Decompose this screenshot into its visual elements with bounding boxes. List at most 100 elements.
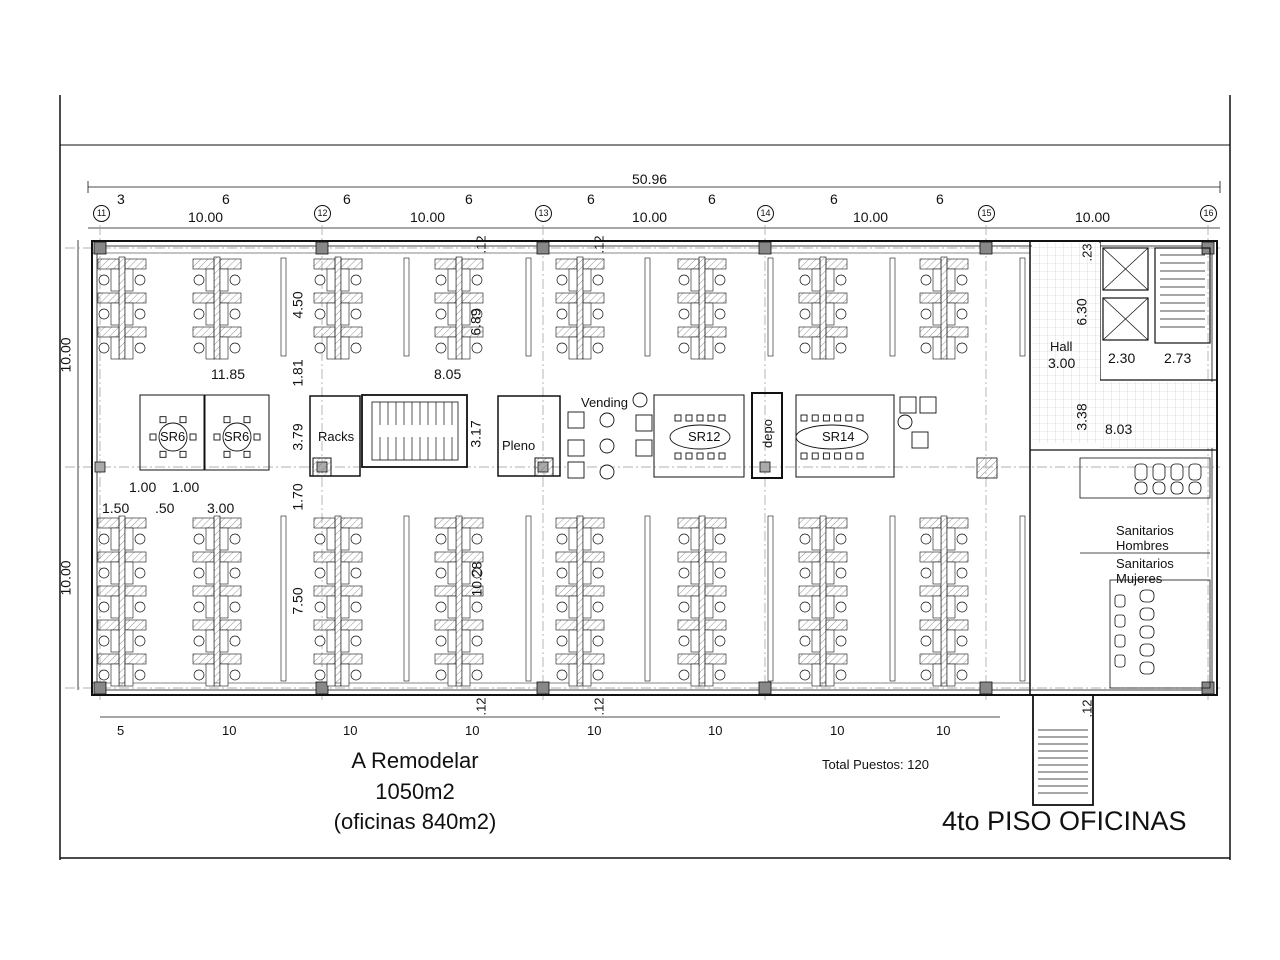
desk-return: [690, 561, 700, 585]
chair: [134, 635, 146, 647]
chair: [193, 342, 205, 354]
desk: [825, 258, 848, 270]
chair: [435, 533, 447, 545]
desk: [219, 292, 242, 304]
table-top: [222, 422, 252, 452]
chair: [556, 342, 568, 354]
bottom-dimension: 10: [936, 723, 951, 738]
washbasin: [1114, 614, 1126, 628]
chair: [678, 308, 690, 320]
desk: [677, 517, 700, 529]
desk-return: [811, 336, 821, 360]
chair: [678, 533, 690, 545]
chair: [592, 533, 604, 545]
chair: [179, 416, 187, 424]
desk: [124, 585, 147, 597]
desk: [219, 258, 242, 270]
desk: [340, 653, 363, 665]
desk: [192, 258, 215, 270]
desk: [919, 258, 942, 270]
desk-return: [690, 595, 700, 619]
desk-return: [568, 561, 578, 585]
washbasin: [1114, 634, 1126, 648]
desk: [219, 653, 242, 665]
chair: [193, 635, 205, 647]
dimension-8-03: 8.03: [1105, 421, 1133, 437]
workstation-cluster: [97, 515, 147, 687]
area-total-label: 1050m2: [375, 779, 455, 804]
desk: [340, 517, 363, 529]
dimension-12: .12: [1079, 699, 1095, 718]
desk-spine: [213, 515, 221, 687]
desk-return: [932, 527, 942, 551]
desk-return: [811, 663, 821, 687]
chair: [696, 452, 704, 460]
dimension-1-81: 1.81: [289, 359, 306, 387]
chair: [350, 601, 362, 613]
module-label: 3: [117, 191, 125, 207]
partition: [889, 515, 896, 682]
vending-seat: [567, 411, 585, 429]
bottom-dimension: 10: [708, 723, 723, 738]
chair: [799, 669, 811, 681]
desk-return: [704, 302, 714, 326]
desk-return: [326, 595, 336, 619]
chair: [98, 342, 110, 354]
desk-spine: [334, 256, 342, 360]
chair: [556, 308, 568, 320]
chair: [714, 533, 726, 545]
desk-spine: [118, 256, 126, 360]
chair: [592, 601, 604, 613]
desk-return: [704, 663, 714, 687]
chair: [471, 274, 483, 286]
meeting-table: [213, 416, 261, 458]
partition: [280, 515, 287, 682]
chair: [834, 452, 842, 460]
chair: [98, 635, 110, 647]
toilet: [1152, 463, 1166, 481]
desk-return: [205, 595, 215, 619]
desk-return: [124, 663, 134, 687]
column: [759, 461, 771, 473]
desk-return: [326, 336, 336, 360]
chair: [592, 274, 604, 286]
desk-return: [340, 336, 350, 360]
partition: [525, 515, 532, 682]
dimension-3-38: 3.38: [1073, 403, 1090, 431]
desk: [124, 258, 147, 270]
chair: [193, 533, 205, 545]
desk-spine: [940, 256, 948, 360]
desk: [798, 517, 821, 529]
chair: [822, 414, 830, 422]
room-label-hall: Hall: [1050, 339, 1073, 354]
column: [758, 241, 772, 255]
chair: [350, 342, 362, 354]
desk: [340, 258, 363, 270]
washbasin: [1114, 654, 1126, 668]
chair: [243, 416, 251, 424]
desk: [461, 326, 484, 338]
desk-return: [461, 629, 471, 653]
chair: [920, 669, 932, 681]
desk: [919, 292, 942, 304]
desk: [582, 292, 605, 304]
chair: [159, 450, 167, 458]
chair: [189, 433, 197, 441]
chair: [678, 342, 690, 354]
chair: [674, 414, 682, 422]
chair: [956, 342, 968, 354]
remodel-label: A Remodelar: [351, 748, 479, 773]
chair: [253, 433, 261, 441]
chair: [471, 533, 483, 545]
desk-return: [704, 336, 714, 360]
desk: [798, 326, 821, 338]
chair: [835, 274, 847, 286]
desk-return: [946, 268, 956, 292]
desk: [946, 619, 969, 631]
central-zone: [139, 392, 895, 479]
room-label-racks: Racks: [318, 429, 355, 444]
desk-return: [447, 336, 457, 360]
desk-return: [811, 561, 821, 585]
workstation-cluster: [192, 256, 242, 360]
desk: [192, 517, 215, 529]
